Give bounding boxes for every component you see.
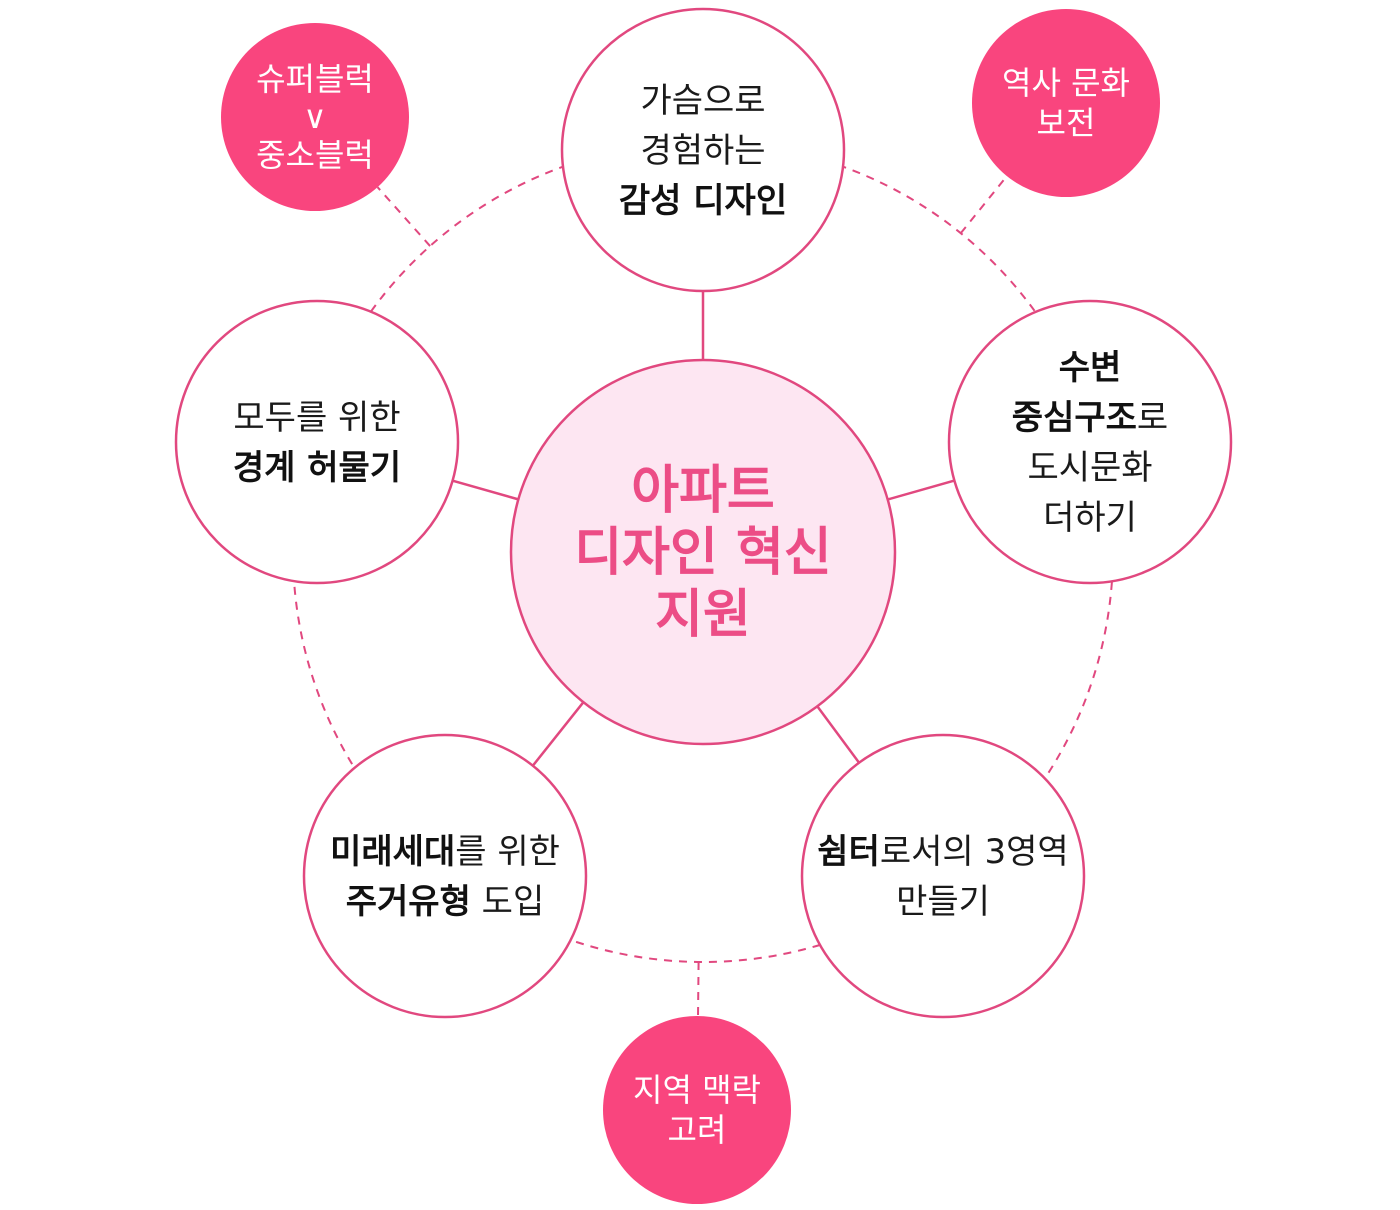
- bold-text: 미래세대: [330, 832, 455, 872]
- dashed-connector-superblock: [376, 186, 431, 247]
- regular-text: 가슴으로: [640, 81, 765, 121]
- outer-node-circle: [221, 23, 409, 211]
- main-node-line: 모두를 위한: [233, 398, 400, 438]
- connector-remove-boundaries: [452, 479, 519, 501]
- dashed-connector-local-context: [697, 961, 700, 1017]
- center-node-line: 지원: [655, 585, 751, 645]
- outer-node-line: 보전: [1037, 104, 1096, 142]
- main-node-line: 경계 허물기: [233, 448, 401, 488]
- regular-text: 도입: [471, 882, 544, 922]
- connector-future-housing: [531, 701, 585, 767]
- main-node-line: 미래세대를 위한: [330, 832, 560, 872]
- outer-node-line: ∨: [303, 98, 326, 136]
- bold-text: 쉼터: [817, 832, 880, 872]
- main-node-line: 쉼터로서의 3영역: [817, 832, 1068, 872]
- solid-connectors: [452, 291, 955, 767]
- bold-text: 중심구조: [1012, 398, 1137, 438]
- outer-node-circle: [603, 1016, 791, 1204]
- main-node-line: 주거유형 도입: [346, 882, 545, 922]
- main-node-line: 더하기: [1043, 498, 1137, 538]
- main-node-line: 가슴으로: [640, 81, 765, 121]
- main-node-line: 도시문화: [1027, 448, 1152, 488]
- regular-text: 로: [1137, 398, 1168, 438]
- regular-text: 더하기: [1043, 498, 1137, 538]
- outer-node-superblock: 슈퍼블럭∨중소블럭: [221, 23, 409, 211]
- main-node-line: 감성 디자인: [619, 181, 787, 221]
- outer-node-circle: [972, 9, 1160, 197]
- main-node-line: 수변: [1059, 348, 1122, 388]
- center-node-circle: [509, 358, 897, 746]
- regular-text: 모두를 위한: [233, 398, 400, 438]
- main-node-line: 경험하는: [640, 131, 765, 171]
- outer-node-line: 고려: [668, 1111, 727, 1149]
- main-node-circle: [947, 299, 1233, 585]
- regular-text: 로서의 3영역: [880, 832, 1069, 872]
- center-node-line: 디자인 혁신: [574, 523, 831, 583]
- regular-text: 도시문화: [1027, 448, 1152, 488]
- main-node-circle: [174, 299, 460, 585]
- bold-text: 수변: [1059, 348, 1122, 388]
- regular-text: 만들기: [896, 882, 990, 922]
- bold-text: 감성 디자인: [619, 181, 787, 221]
- dashed-connector-heritage: [959, 175, 1008, 234]
- main-node-line: 중심구조로: [1012, 398, 1168, 438]
- center-node-line: 아파트: [631, 461, 775, 521]
- bold-text: 경계 허물기: [233, 448, 401, 488]
- bold-text: 주거유형: [346, 882, 471, 922]
- main-node-circle: [560, 7, 846, 293]
- main-node-circle: [800, 733, 1086, 1019]
- main-node-line: 만들기: [896, 882, 990, 922]
- main-node-circle: [302, 733, 588, 1019]
- outer-node-line: 역사 문화: [1002, 64, 1130, 102]
- outer-node-line: 슈퍼블럭: [256, 60, 374, 98]
- connector-waterfront-structure: [887, 479, 955, 501]
- connector-shelter-zones: [816, 705, 861, 764]
- outer-node-line: 중소블럭: [256, 136, 374, 174]
- regular-text: 경험하는: [640, 131, 765, 171]
- regular-text: 를 위한: [455, 832, 560, 872]
- outer-node-line: 지역 맥락: [633, 1071, 761, 1109]
